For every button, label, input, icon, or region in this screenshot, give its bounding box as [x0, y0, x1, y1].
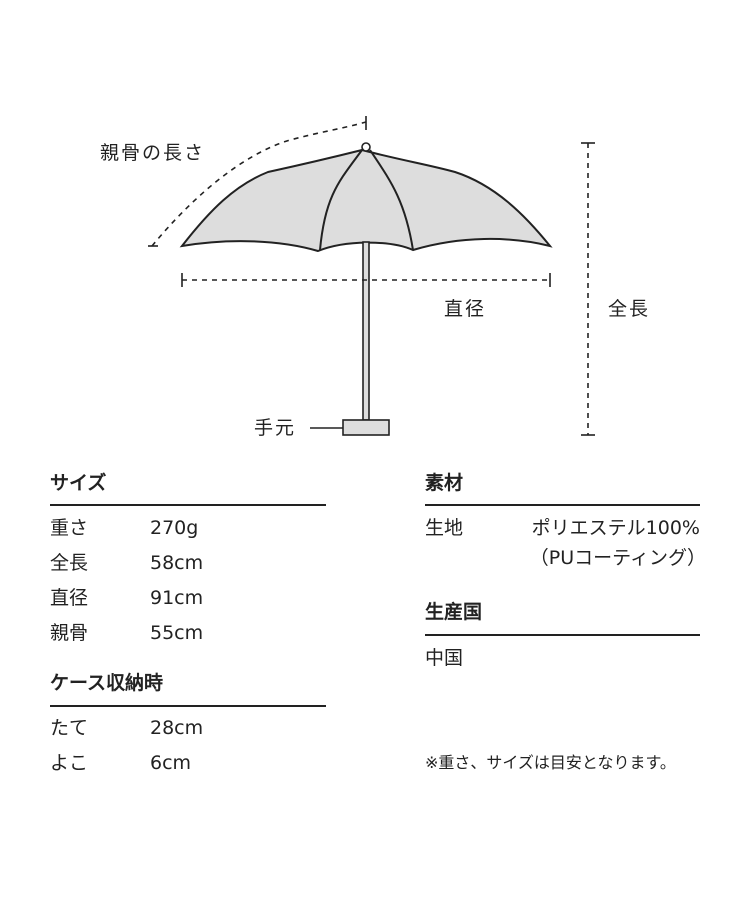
size-label-diameter: 直径	[50, 587, 89, 609]
material-heading: 素材	[425, 472, 464, 494]
origin-divider	[425, 634, 700, 636]
rib-length-label: 親骨の長さ	[100, 142, 206, 164]
origin-value: 中国	[425, 647, 464, 669]
material-value-line1: ポリエステル100%	[531, 517, 700, 539]
size-value-rib: 55cm	[150, 622, 204, 644]
case-label-height: たて	[50, 717, 89, 739]
diameter-label: 直径	[444, 298, 487, 320]
material-divider	[425, 504, 700, 506]
material-label-fabric: 生地	[425, 517, 464, 539]
size-value-total-length: 58cm	[150, 552, 204, 574]
case-value-width: 6cm	[150, 752, 192, 774]
disclaimer-note: ※重さ、サイズは目安となります。	[425, 753, 676, 772]
size-label-weight: 重さ	[50, 517, 89, 539]
size-heading: サイズ	[50, 472, 107, 494]
umbrella-shaft	[362, 241, 370, 421]
origin-heading: 生産国	[425, 601, 483, 623]
case-divider	[50, 705, 326, 707]
size-divider	[50, 504, 326, 506]
diameter-dimension	[181, 273, 551, 287]
case-value-height: 28cm	[150, 717, 204, 739]
umbrella-rib-right	[369, 149, 414, 251]
umbrella-rib-left	[319, 149, 363, 251]
rib-length-ticks	[148, 116, 367, 247]
umbrella-canopy	[179, 148, 553, 253]
umbrella-diagram	[148, 116, 595, 436]
umbrella-tip	[361, 142, 371, 152]
case-heading: ケース収納時	[50, 672, 164, 694]
size-value-diameter: 91cm	[150, 587, 204, 609]
handle-label: 手元	[254, 417, 297, 439]
size-label-total-length: 全長	[50, 552, 89, 574]
size-label-rib: 親骨	[50, 622, 89, 644]
umbrella-handle	[342, 419, 390, 436]
total-length-dimension	[581, 142, 595, 436]
material-value-line2: （PUコーティング）	[529, 547, 706, 569]
size-value-weight: 270g	[150, 517, 199, 539]
total-length-label: 全長	[608, 298, 651, 320]
case-label-width: よこ	[50, 752, 89, 774]
